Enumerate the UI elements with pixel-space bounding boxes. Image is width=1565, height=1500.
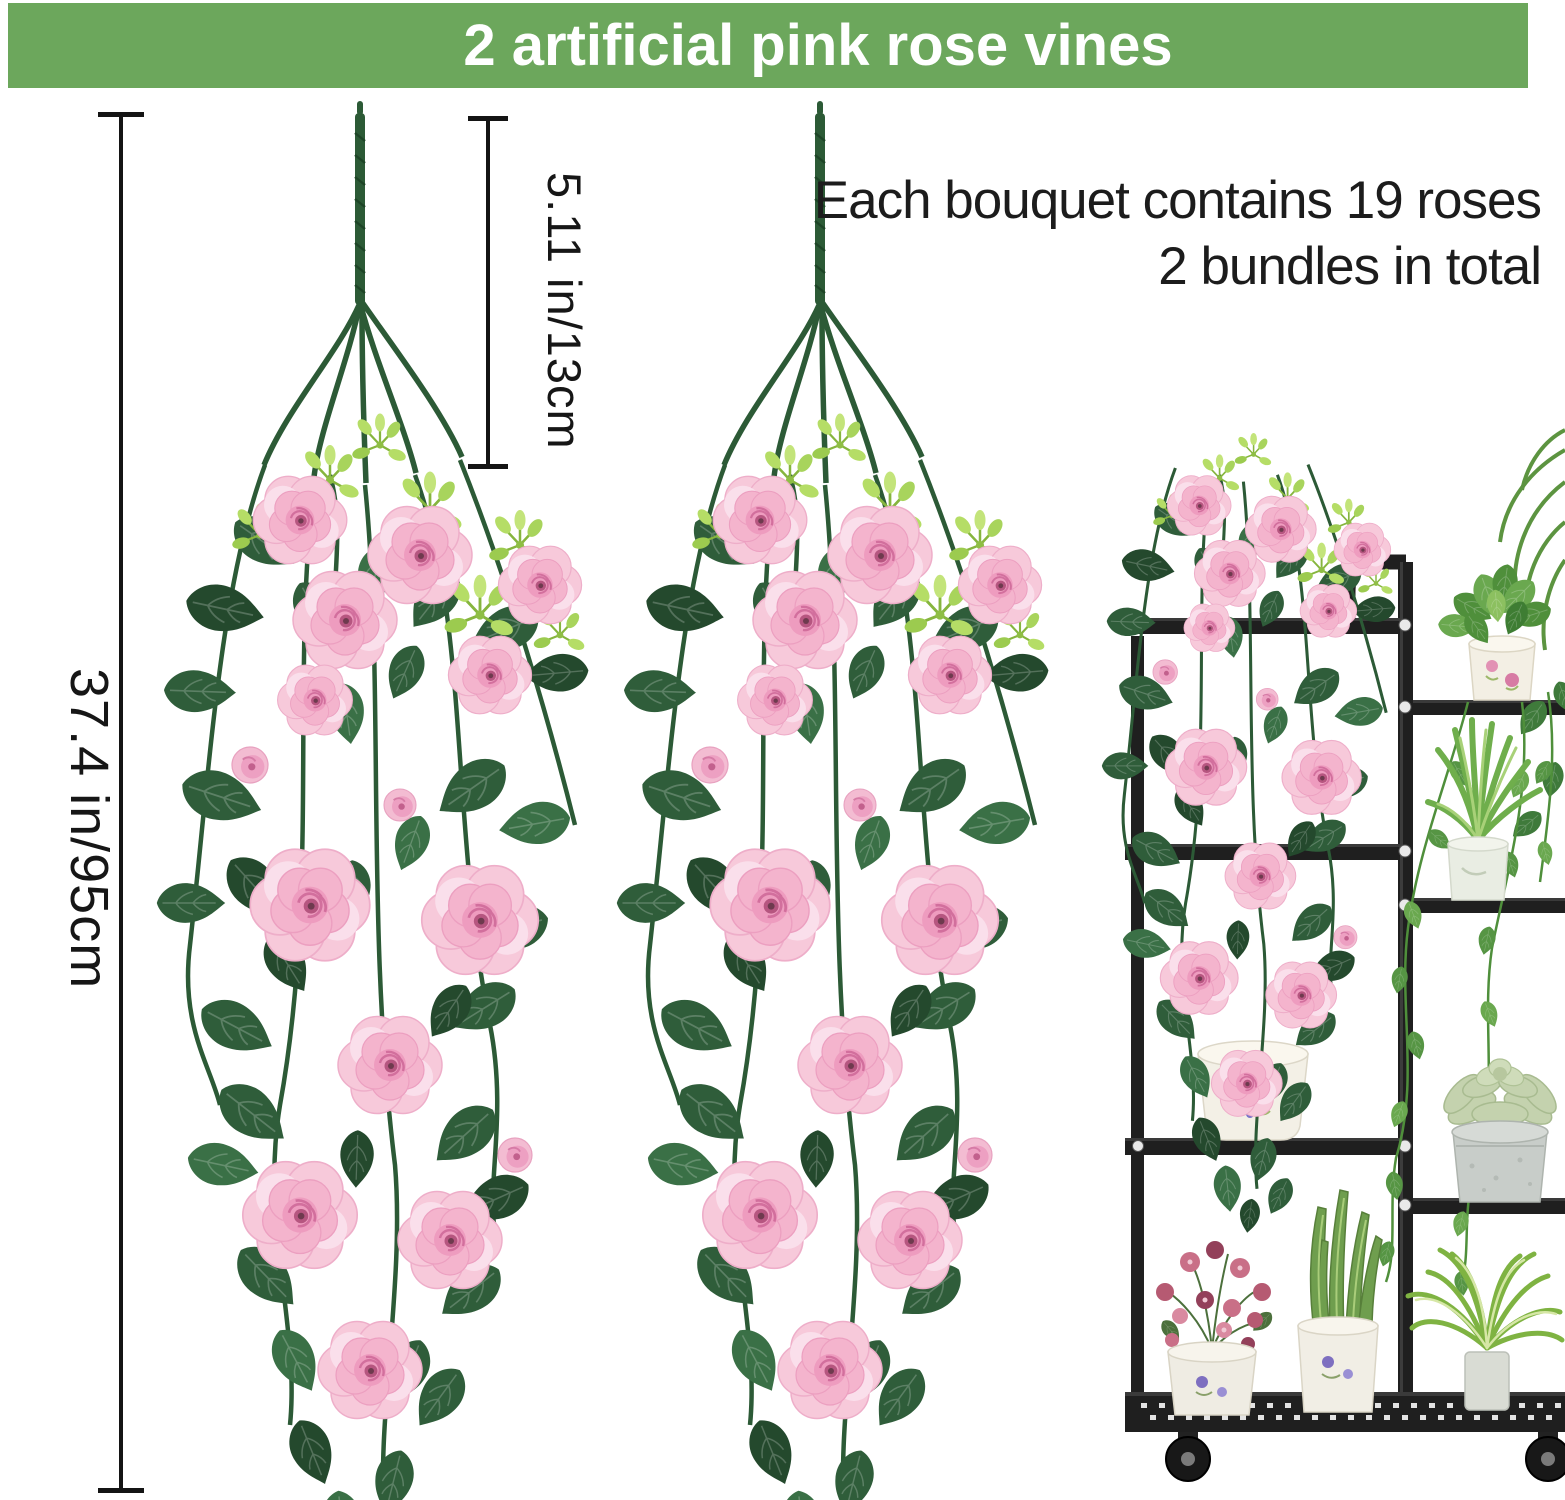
pothos-plant xyxy=(1375,562,1557,1297)
succulent-plant xyxy=(1443,1058,1557,1203)
hanging-vine-illustration xyxy=(1102,433,1397,1234)
spider-plant xyxy=(1405,1247,1565,1411)
dracaena-plant xyxy=(1425,717,1543,901)
caster-wheel xyxy=(1165,1432,1211,1482)
caster-wheel xyxy=(1525,1432,1565,1482)
maroon-flower-plant xyxy=(1156,1241,1277,1416)
snake-plant-pot xyxy=(1297,1316,1379,1413)
dracaena-pot xyxy=(1447,836,1509,901)
corner-plant xyxy=(1498,428,1565,651)
dimension-label-total-length: 37.4 in/95cm xyxy=(59,668,119,990)
plant-stand-illustration xyxy=(1102,428,1565,1482)
banner-title: 2 artificial pink rose vines xyxy=(463,13,1173,78)
maroon-flower-pot xyxy=(1167,1341,1257,1416)
bouquet-1-illustration xyxy=(157,101,590,1500)
info-text: Each bouquet contains 19 roses 2 bundles… xyxy=(813,168,1542,300)
pothos-pot xyxy=(1468,635,1536,701)
snake-plant xyxy=(1297,1189,1383,1413)
dimension-label-hanger-length: 5.11 in/13cm xyxy=(538,172,591,450)
succulent-pot xyxy=(1451,1120,1549,1203)
info-line-2: 2 bundles in total xyxy=(1158,237,1542,296)
info-line-1: Each bouquet contains 19 roses xyxy=(813,171,1542,230)
bouquet-2-illustration xyxy=(617,101,1050,1500)
banner: 2 artificial pink rose vines xyxy=(8,3,1528,88)
